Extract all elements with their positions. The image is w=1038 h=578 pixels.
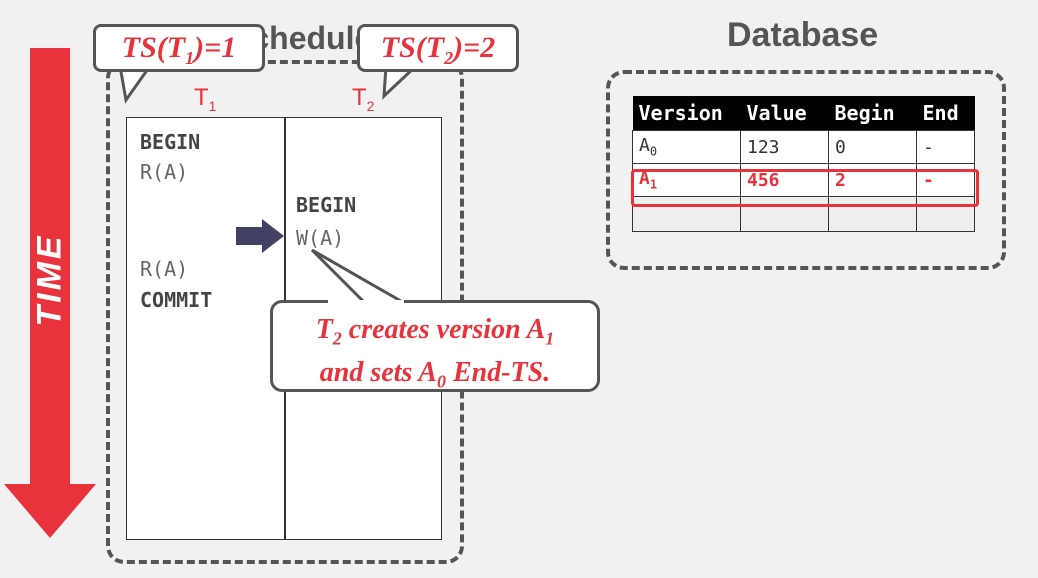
version-table: Version Value Begin End A0 123 0 - A1 45… [632,96,975,232]
current-step-arrow-icon [236,219,284,253]
cell-value: 123 [740,130,829,164]
t1-op-read: R(A) [140,160,189,184]
header-version: Version [632,96,741,131]
callout-tail-mask [328,300,404,304]
time-arrow [4,48,96,538]
cell-empty [916,196,975,232]
row-highlight-box [631,169,979,207]
t1-op-commit: COMMIT [140,288,213,312]
cell-begin: 0 [828,130,917,164]
cell-empty [828,196,917,232]
table-header-row: Version Value Begin End [632,96,975,131]
database-title: Database [727,16,879,54]
t2-op-write: W(A) [296,226,345,250]
header-begin: Begin [828,96,917,131]
callout-tail [310,248,412,306]
t1-op-read-2: R(A) [140,257,189,281]
callout-line-2: and sets A0 End-TS. [319,356,551,392]
t2-header: T2 [352,84,375,114]
callout-line-1: T2 creates version A1 [315,314,555,349]
table-row-empty [632,196,975,232]
cell-end: - [916,130,975,164]
cell-empty [740,196,829,232]
t1-header: T1 [194,84,217,114]
time-arrow-shape [4,48,96,538]
cell-empty [632,196,741,232]
t1-op-begin: BEGIN [140,130,201,154]
cell-version: A0 [632,130,741,164]
header-value: Value [740,96,829,131]
t2-op-begin: BEGIN [296,193,357,217]
table-row: A0 123 0 - [632,130,975,164]
header-end: End [916,96,975,131]
time-label: TIME [30,233,69,327]
callout-bubble: T2 creates version A1 and sets A0 End-TS… [270,300,600,392]
database-frame [606,70,1006,270]
ts2-bubble: TS(T2)=2 [357,24,519,72]
ts1-bubble: TS(T1)=1 [93,24,265,72]
